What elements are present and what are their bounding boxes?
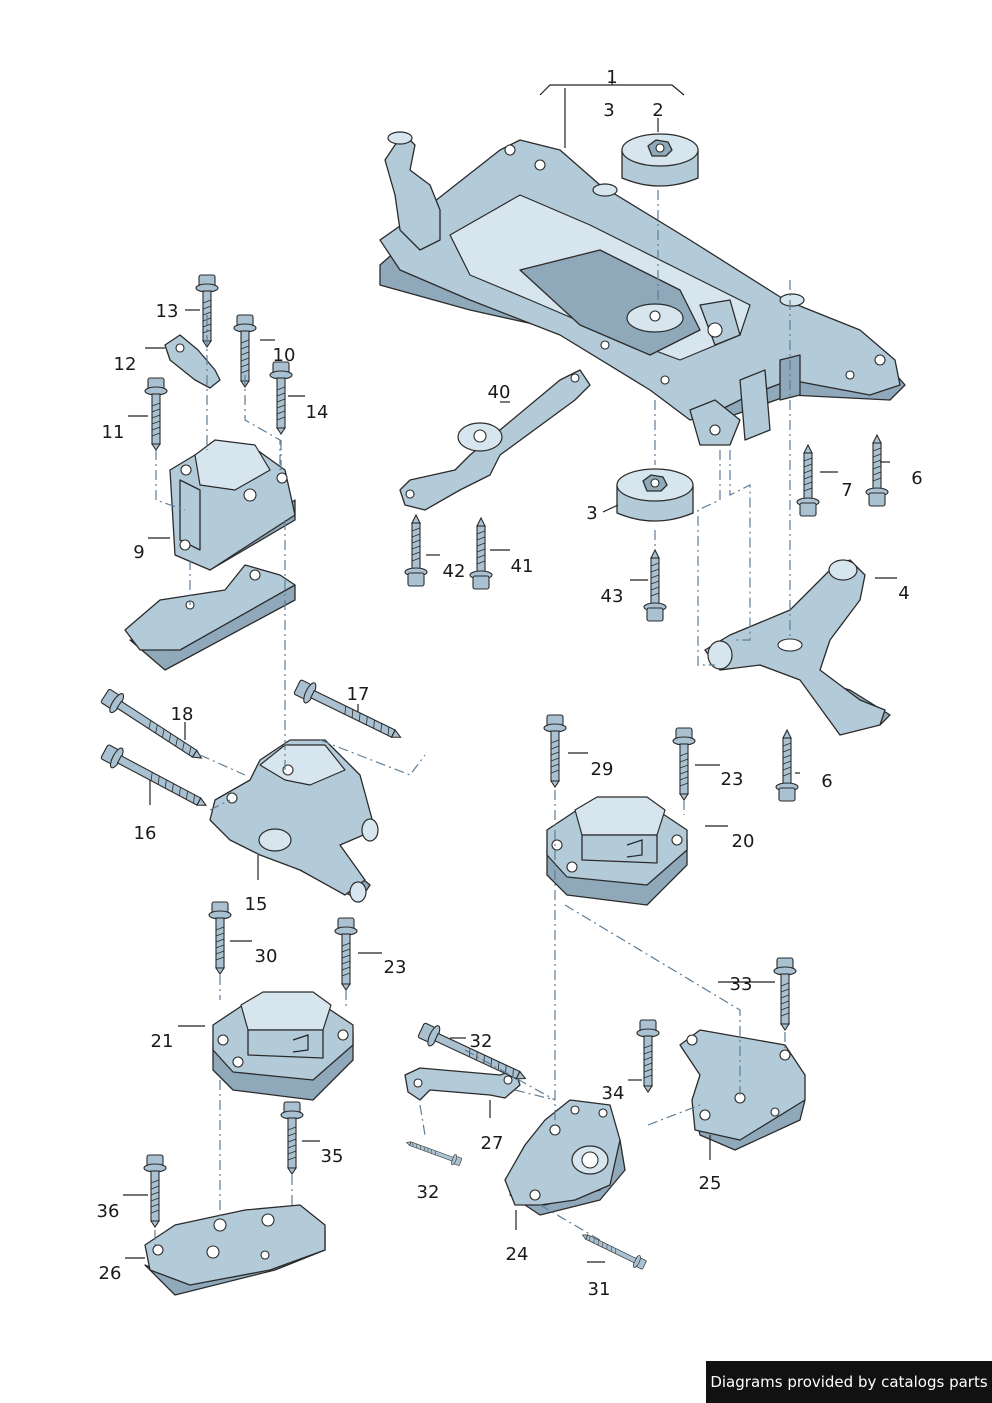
callout-13: 13 bbox=[156, 301, 179, 322]
callout-labels: 1 2 3 3 4 6 6 7 9 10 11 12 13 14 15 16 1… bbox=[97, 67, 923, 1300]
callout-2: 2 bbox=[652, 100, 663, 121]
engine-mount-20 bbox=[546, 796, 688, 906]
callout-35: 35 bbox=[321, 1146, 344, 1167]
callout-27: 27 bbox=[481, 1133, 504, 1154]
callout-32: 32 bbox=[470, 1031, 493, 1052]
callout-25: 25 bbox=[699, 1173, 722, 1194]
bushing-top bbox=[621, 133, 699, 187]
callout-30: 30 bbox=[255, 946, 278, 967]
callout-17: 17 bbox=[347, 684, 370, 705]
credit-banner: Diagrams provided by catalogs parts bbox=[706, 1361, 992, 1403]
callout-33: 33 bbox=[730, 974, 753, 995]
engine-bracket bbox=[209, 739, 379, 903]
callout-23: 23 bbox=[721, 769, 744, 790]
callout-4: 4 bbox=[898, 583, 909, 604]
callout-32: 32 bbox=[417, 1182, 440, 1203]
mount-bracket-26 bbox=[144, 1204, 326, 1296]
callout-26: 26 bbox=[99, 1263, 122, 1284]
small-bracket bbox=[164, 334, 221, 389]
pendulum-support bbox=[399, 369, 591, 511]
control-arm bbox=[704, 559, 891, 736]
callout-29: 29 bbox=[591, 759, 614, 780]
callout-15: 15 bbox=[245, 894, 268, 915]
callout-9: 9 bbox=[133, 542, 144, 563]
callout-18: 18 bbox=[171, 704, 194, 725]
callout-12: 12 bbox=[114, 354, 137, 375]
callout-14: 14 bbox=[306, 402, 329, 423]
callout-20: 20 bbox=[732, 831, 755, 852]
callout-10: 10 bbox=[273, 345, 296, 366]
callout-31: 31 bbox=[588, 1279, 611, 1300]
subframe bbox=[379, 131, 906, 446]
callout-1: 1 bbox=[606, 67, 617, 88]
callout-40: 40 bbox=[488, 382, 511, 403]
torque-bracket bbox=[404, 1067, 521, 1101]
bushing-bottom bbox=[616, 468, 694, 522]
mount-base-plate bbox=[124, 564, 296, 671]
gearbox-bracket bbox=[504, 1099, 626, 1216]
callout-11: 11 bbox=[102, 422, 125, 443]
callout-34: 34 bbox=[602, 1083, 625, 1104]
callout-43: 43 bbox=[601, 586, 624, 607]
callout-23: 23 bbox=[384, 957, 407, 978]
callout-3: 3 bbox=[586, 503, 597, 524]
callout-42: 42 bbox=[443, 561, 466, 582]
mount-bracket-25 bbox=[679, 1029, 806, 1151]
callout-6: 6 bbox=[821, 771, 832, 792]
assembly-lines bbox=[154, 190, 791, 1245]
callout-41: 41 bbox=[511, 556, 534, 577]
engine-mount-21 bbox=[212, 991, 354, 1101]
callout-16: 16 bbox=[134, 823, 157, 844]
callout-24: 24 bbox=[506, 1244, 529, 1265]
callout-36: 36 bbox=[97, 1201, 120, 1222]
callout-3: 3 bbox=[603, 100, 614, 121]
callout-21: 21 bbox=[151, 1031, 174, 1052]
callout-6: 6 bbox=[911, 468, 922, 489]
callout-7: 7 bbox=[841, 480, 852, 501]
leader-lines bbox=[123, 77, 897, 1263]
gearbox-mount-left bbox=[169, 439, 296, 571]
